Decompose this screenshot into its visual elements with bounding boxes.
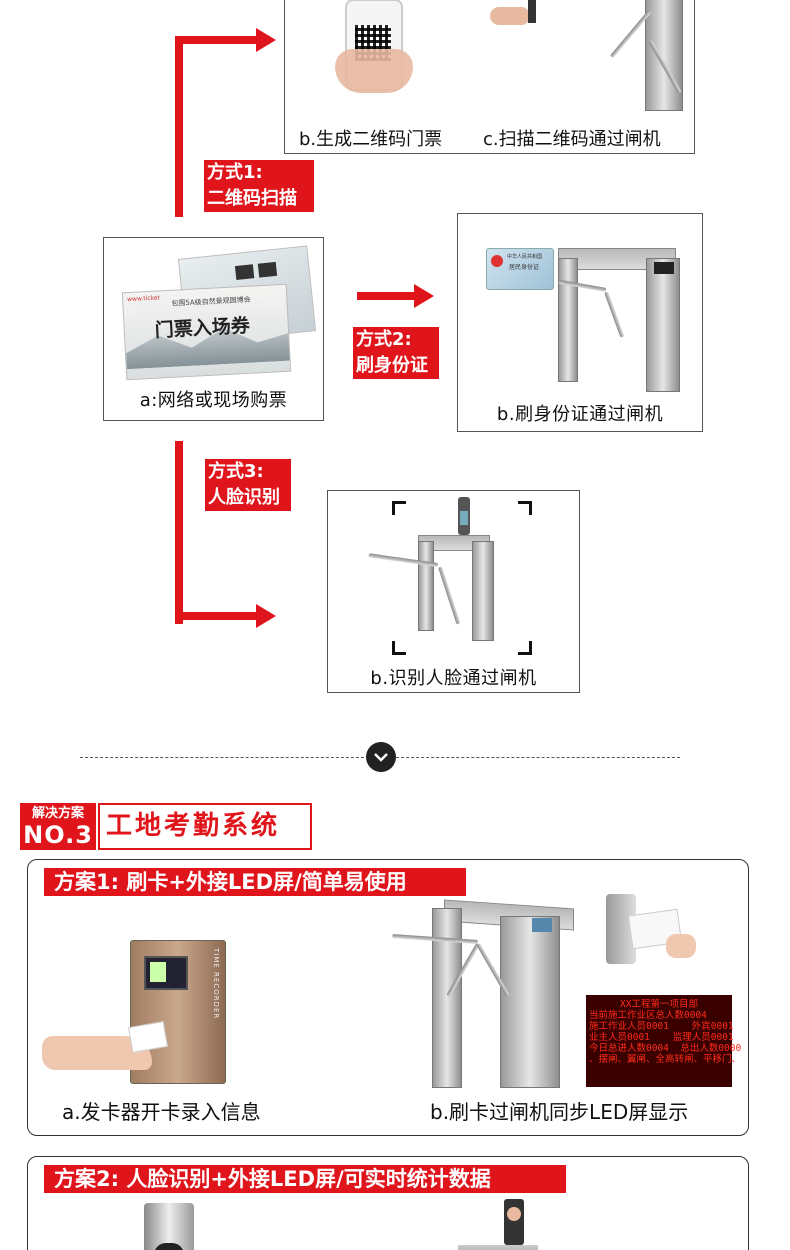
arrow-to-idcard	[414, 284, 434, 308]
hand-scan-image	[490, 0, 550, 29]
ticket-front-image: www.ticket 包围5A级自然景观园博会 门票入场券	[121, 283, 292, 381]
path-to-qr-horizontal	[175, 36, 260, 44]
plan2-title: 方案2: 人脸识别+外接LED屏/可实时统计数据	[44, 1165, 566, 1193]
method1-tag: 方式1: 二维码扫描	[204, 160, 314, 212]
face-terminal-image	[458, 1199, 538, 1250]
method3-tag: 方式3: 人脸识别	[205, 459, 291, 511]
solution-badge: 解决方案 NO.3	[20, 803, 96, 850]
led-line: 、摆闸、翼闸、全高转闸、平移门、	[589, 1054, 742, 1065]
qr-caption-b: b.生成二维码门票	[299, 129, 443, 150]
path-to-qr-vertical	[175, 36, 183, 217]
ticket-header: 包围5A级自然景观园博会	[171, 295, 251, 308]
method3-label: 方式3:	[208, 461, 264, 482]
turnstile-image-top	[590, 0, 700, 139]
solution-badge-top: 解决方案	[31, 806, 84, 821]
ticket-title: 门票入场券	[154, 314, 251, 342]
face-box: b.识别人脸通过闸机	[327, 490, 580, 693]
method1-label: 方式1:	[207, 162, 263, 183]
phone-qr-image	[335, 0, 415, 97]
method2-tag: 方式2: 刷身份证	[353, 327, 439, 379]
id-card-line2: 居民身份证	[509, 264, 540, 271]
arrow-to-face	[256, 604, 276, 628]
id-card-line1: 中华人民共和国	[507, 254, 543, 260]
plan2-panel: 方案2: 人脸识别+外接LED屏/可实时统计数据	[27, 1156, 749, 1250]
turnstile-image-plan1	[392, 899, 574, 1092]
purchase-box: www.ticket 包围5A级自然景观园博会 门票入场券 a:网络或现场购票	[103, 237, 324, 421]
led-line: 施工作业人员0001 外宾0001	[589, 1021, 734, 1032]
arrow-to-qr	[256, 28, 276, 52]
qr-caption-c: c.扫描二维码通过闸机	[483, 129, 661, 150]
solution-badge-number: NO.3	[23, 821, 93, 849]
turnstile-image-face	[368, 497, 538, 647]
card-reader-image: TIME RECORDER	[42, 938, 242, 1088]
method2-desc: 刷身份证	[356, 355, 428, 376]
idcard-box: 中华人民共和国 居民身份证 b.刷身份证通过闸机	[457, 213, 703, 432]
device-side-text: TIME RECORDER	[212, 948, 220, 1020]
led-screen: XX工程第一项目部 当前施工作业区总人数0004 施工作业人员0001 外宾00…	[586, 995, 742, 1087]
method3-desc: 人脸识别	[208, 487, 280, 508]
qr-scan-box: b.生成二维码门票 c.扫描二维码通过闸机	[284, 0, 695, 154]
id-card-image: 中华人民共和国 居民身份证	[486, 248, 554, 290]
led-line: 今日总进人数0004 总出人数0000	[589, 1043, 742, 1054]
hand-card-image	[606, 894, 702, 974]
path-to-face-vertical	[175, 441, 183, 624]
plan1-title: 方案1: 刷卡+外接LED屏/简单易使用	[44, 868, 466, 896]
idcard-caption: b.刷身份证通过闸机	[496, 404, 664, 425]
led-line: 当前施工作业区总人数0004	[589, 1010, 707, 1021]
method2-label: 方式2:	[356, 329, 412, 350]
method1-desc: 二维码扫描	[207, 188, 297, 209]
solution-title: 工地考勤系统	[98, 803, 312, 850]
ticket-brand: www.ticket	[127, 294, 161, 304]
led-line: 业主人员0001 监理人员0001	[589, 1032, 734, 1043]
purchase-caption: a:网络或现场购票	[139, 390, 288, 411]
solution-header: 解决方案 NO.3 工地考勤系统	[20, 803, 312, 850]
led-line: XX工程第一项目部	[620, 999, 698, 1010]
turnstile-image-idcard	[558, 248, 688, 392]
plan1-caption-a: a.发卡器开卡录入信息	[62, 1100, 261, 1124]
plan1-panel: 方案1: 刷卡+外接LED屏/简单易使用 TIME RECORDER a.发卡器…	[27, 859, 749, 1136]
path-to-face-horizontal	[175, 612, 260, 620]
chevron-down-icon[interactable]	[366, 742, 396, 772]
path-to-idcard	[357, 292, 417, 300]
plan1-caption-b: b.刷卡过闸机同步LED屏显示	[430, 1100, 689, 1124]
face-device-image	[144, 1203, 194, 1250]
face-caption: b.识别人脸通过闸机	[370, 668, 537, 689]
